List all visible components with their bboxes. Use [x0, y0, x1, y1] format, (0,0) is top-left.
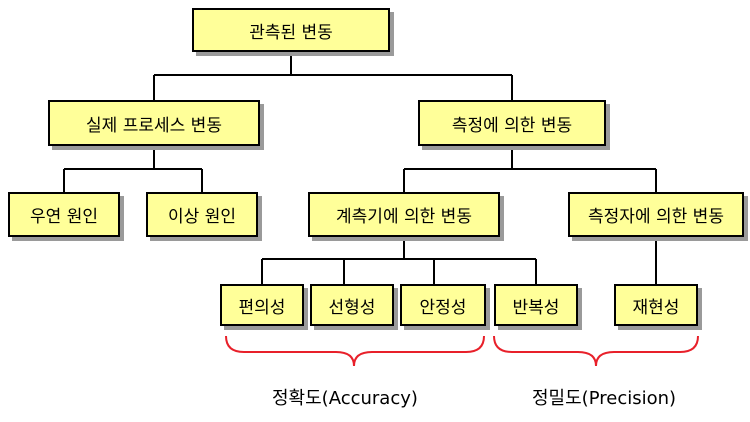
- connector-measurement: [403, 146, 657, 192]
- node-measurement-variation: 측정에 의한 변동: [418, 100, 606, 146]
- node-stability: 안정성: [400, 284, 486, 326]
- accuracy-brace: [225, 335, 485, 367]
- node-gauge-variation: 계측기에 의한 변동: [308, 192, 500, 237]
- connector-gauge: [261, 237, 537, 284]
- accuracy-label: 정확도(Accuracy): [272, 388, 418, 409]
- node-common-cause: 우연 원인: [8, 192, 120, 237]
- node-linearity: 선형성: [310, 284, 394, 326]
- root-node-observed-variation: 관측된 변동: [192, 8, 390, 52]
- precision-label: 정밀도(Precision): [532, 388, 677, 409]
- node-process-variation: 실제 프로세스 변동: [48, 100, 260, 146]
- node-bias: 편의성: [220, 284, 304, 326]
- node-reproducibility: 재현성: [614, 284, 698, 326]
- node-repeatability: 반복성: [494, 284, 578, 326]
- connector-root: [153, 52, 513, 100]
- precision-brace: [493, 335, 699, 367]
- connector-process: [63, 146, 203, 192]
- node-operator-variation: 측정자에 의한 변동: [568, 192, 744, 237]
- node-special-cause: 이상 원인: [146, 192, 258, 237]
